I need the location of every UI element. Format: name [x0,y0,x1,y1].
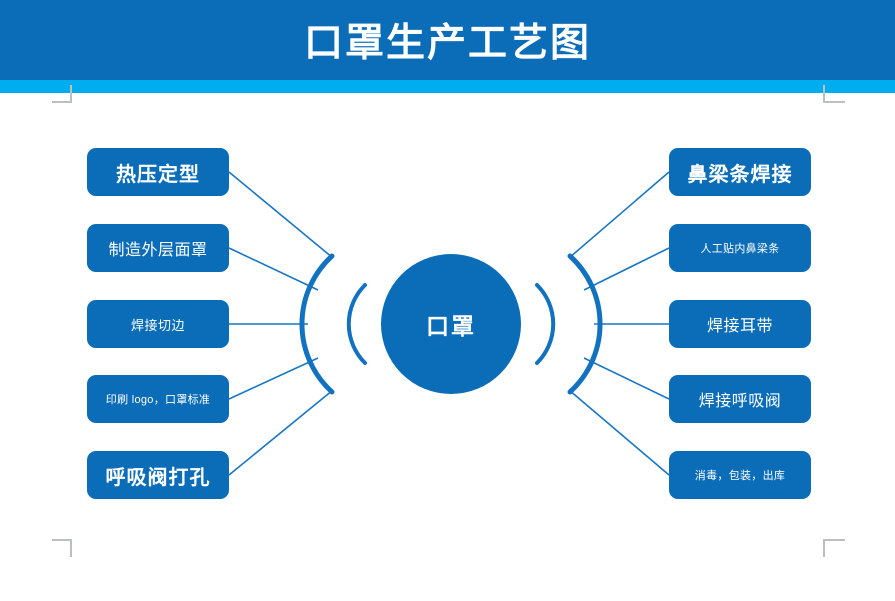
corner-mark-vertical-line [70,85,72,103]
arc-left-outer [299,253,335,395]
connector-line-left-5 [228,389,334,476]
decorative-arc-group [299,253,603,395]
header-bar [0,0,895,80]
corner-mark-horizontal-line [825,101,845,103]
corner-mark-horizontal-line [825,539,845,541]
corner-mark-horizontal-line [52,101,72,103]
connector-line-right-4 [583,357,670,400]
process-node-right-4[interactable]: 焊接呼吸阀 [669,375,811,423]
center-node-mask[interactable]: 口罩 [381,254,521,394]
connector-line-group [228,171,670,476]
process-node-left-5[interactable]: 呼吸阀打孔 [87,451,229,499]
connector-line-right-1 [568,171,670,259]
header-accent-stripe [0,80,895,93]
process-node-right-2[interactable]: 人工贴内鼻梁条 [669,224,811,272]
connector-line-right-2 [583,247,670,291]
arc-right-outer [567,253,603,395]
corner-mark-horizontal-line [52,539,72,541]
connector-line-left-1 [228,171,334,259]
process-node-left-3[interactable]: 焊接切边 [87,300,229,348]
process-node-right-5[interactable]: 消毒，包装，出库 [669,451,811,499]
corner-mark-bottom-left [52,539,72,557]
arc-left-inner [346,283,367,365]
corner-mark-vertical-line [823,85,825,103]
corner-mark-top-left [52,85,72,103]
process-node-right-1[interactable]: 鼻梁条焊接 [669,148,811,196]
process-node-left-1[interactable]: 热压定型 [87,148,229,196]
process-node-left-2[interactable]: 制造外层面罩 [87,224,229,272]
corner-mark-vertical-line [823,539,825,557]
corner-mark-bottom-right [823,539,845,557]
connector-line-left-4 [228,357,319,400]
corner-mark-vertical-line [70,539,72,557]
connector-line-right-5 [568,389,670,476]
process-node-left-4[interactable]: 印刷 logo，口罩标准 [87,375,229,423]
page-title: 口罩生产工艺图 [303,22,591,65]
corner-mark-top-right [823,85,845,103]
process-node-right-3[interactable]: 焊接耳带 [669,300,811,348]
connector-line-left-2 [228,247,319,291]
arc-right-inner [535,283,556,365]
